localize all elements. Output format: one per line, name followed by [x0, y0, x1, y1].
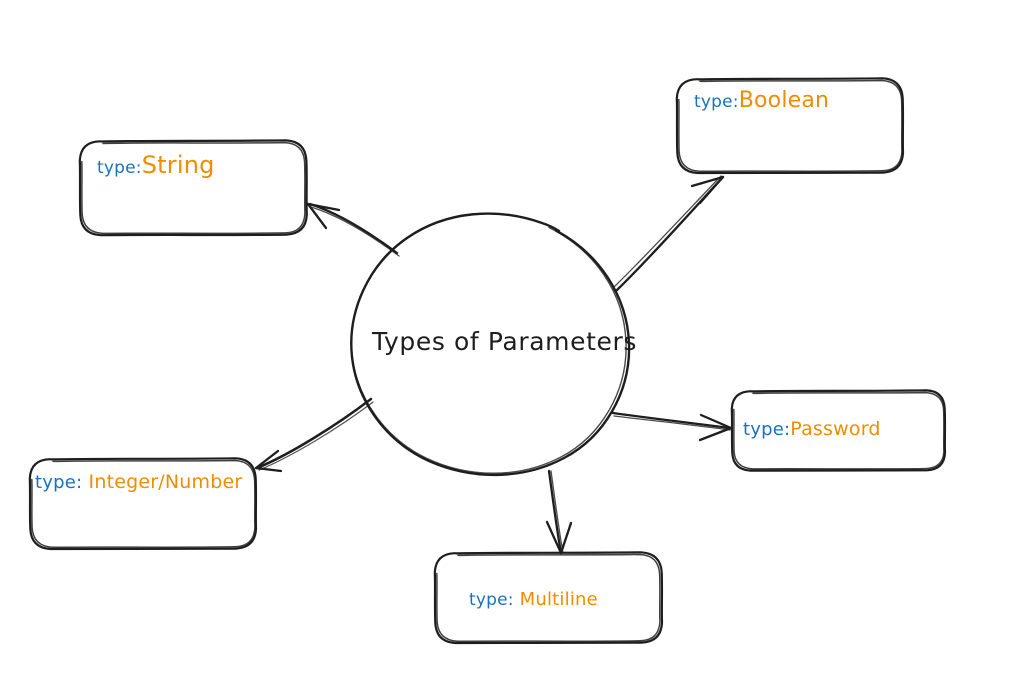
node-label-integer: type: Integer/Number [35, 471, 242, 493]
node-string-key: type: [97, 158, 142, 178]
node-boolean-key: type: [694, 92, 739, 112]
node-boolean-value: Boolean [738, 88, 830, 113]
edge-center-to-multiline [545, 469, 573, 555]
center-node-circle[interactable] [350, 212, 631, 477]
node-label-string: type:String [97, 151, 215, 179]
node-string[interactable] [78, 139, 308, 237]
node-password-key: type: [743, 419, 791, 440]
node-password-value: Password [790, 418, 881, 440]
node-integer[interactable] [28, 457, 258, 551]
node-boolean[interactable] [675, 77, 905, 175]
center-node-label: Types of Parameters [372, 327, 637, 356]
node-multiline-key: type: [469, 590, 514, 610]
node-password[interactable] [730, 389, 947, 472]
edge-center-to-string [306, 202, 400, 257]
node-multiline-value: Multiline [513, 589, 598, 610]
node-string-value: String [141, 151, 215, 179]
node-integer-key: type: [35, 472, 83, 493]
edge-center-to-password [611, 411, 733, 442]
node-label-multiline: type: Multiline [469, 589, 598, 610]
node-multiline[interactable] [433, 551, 664, 645]
edge-center-to-integer [254, 397, 374, 473]
node-integer-value: Integer/Number [82, 471, 243, 493]
edge-center-to-boolean [613, 175, 725, 292]
node-label-boolean: type:Boolean [694, 88, 829, 113]
node-label-password: type:Password [743, 418, 881, 440]
